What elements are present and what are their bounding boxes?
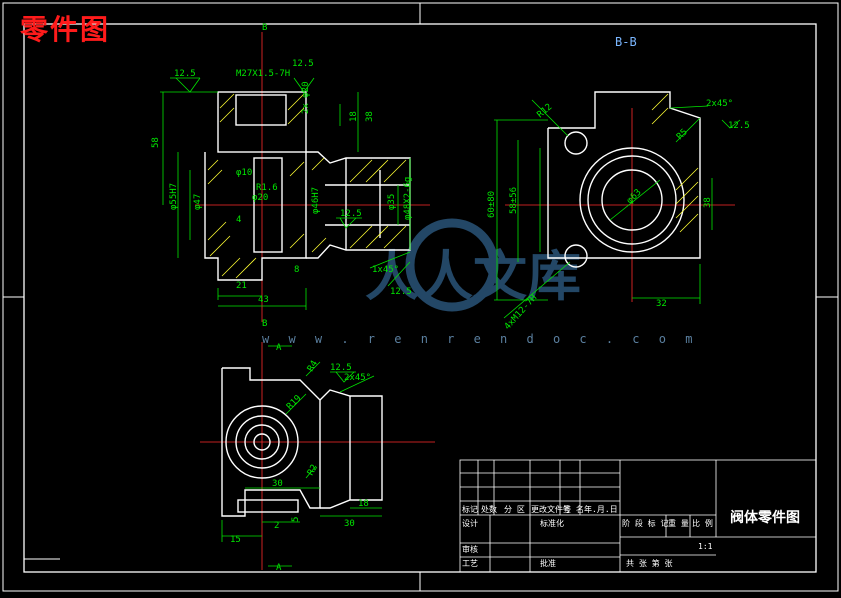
r16-label: R1.6 [256, 183, 278, 193]
depth-2x20: 2x φ20 [301, 81, 311, 114]
watermark-url: w w w . r e n r e n d o c . c o m [262, 332, 699, 346]
thread-label: M27X1.5-7H [236, 69, 290, 79]
ra-bb: 12.5 [728, 121, 750, 131]
dim-4: 4 [236, 215, 241, 225]
rev-col-sign: 签 名 [563, 504, 584, 514]
dim-5: 5 [291, 517, 301, 522]
r5-label: R5 [675, 127, 690, 142]
rev-col-mark: 标记 [462, 504, 478, 514]
review-label: 审核 [462, 544, 478, 554]
scale-value: 1:1 [698, 542, 713, 551]
r12-label: R12 [536, 102, 555, 120]
cut-label-a-bottom: A [276, 563, 282, 573]
phi55h7-label: φ55H7 [169, 183, 179, 210]
dim-38-bb: 38 [703, 197, 713, 208]
rev-col-date: 年.月.日 [584, 504, 618, 514]
ra-top-mid: 12.5 [292, 59, 314, 69]
phi35-label: φ35 [387, 194, 397, 210]
dim-18-bottom: 18 [358, 499, 369, 509]
process-label: 工艺 [462, 559, 478, 568]
ra-mid: 12.5 [340, 209, 362, 219]
weight-label: 重 量 [668, 518, 689, 528]
ra-top-left: 12.5 [174, 69, 196, 79]
sheets-label: 共 张 第 张 [626, 558, 672, 568]
drawing-name: 阀体零件图 [730, 509, 800, 526]
chamfer-bb: 2x45° [706, 99, 733, 109]
section-title: B-B [615, 35, 637, 49]
design-label: 设计 [462, 518, 478, 528]
dim-2: 2 [274, 521, 279, 531]
phi48-label: φ48X2-6g [403, 177, 413, 220]
dim-8: 8 [294, 265, 299, 275]
phi47-label: φ47 [193, 194, 203, 210]
rev-col-zone: 分 区 [504, 505, 525, 514]
rev-col-count: 处数 [481, 504, 497, 514]
page-title: 零件图 [20, 13, 111, 46]
phi10-label: φ10 [236, 168, 252, 178]
cut-label-bottom: B [262, 319, 267, 329]
ra-bottom: 12.5 [390, 287, 412, 297]
dim-30-top: 30 [272, 479, 283, 489]
dim-58: 58 [151, 137, 161, 148]
dim-32: 32 [656, 299, 667, 309]
main-view: B B M27X1.5-7H 12.5 12.5 12.5 12.5 1x45°… [151, 23, 430, 329]
standardize-label: 标准化 [540, 518, 564, 528]
dim-21: 21 [236, 281, 247, 291]
rev-col-docno: 更改文件号 [531, 504, 571, 514]
dim-18: 18 [349, 111, 359, 122]
phi46h7-label: φ46H7 [311, 187, 321, 214]
dim-58-bb: 58±56 [509, 187, 519, 214]
dim-30-bottom: 30 [344, 519, 355, 529]
chamfer-bottom: 2x45° [344, 373, 371, 383]
r4-label: R4 [306, 359, 320, 373]
dim-38: 38 [365, 111, 375, 122]
approve-label: 批准 [540, 558, 556, 568]
ra-bottom-view: 12.5 [330, 363, 352, 373]
phi63-label: φ63 [625, 188, 644, 207]
cut-label-top: B [262, 23, 267, 33]
phi20-label: φ20 [252, 193, 268, 203]
dim-15: 15 [230, 535, 241, 545]
title-block: 标记 处数 分 区 更改文件号 签 名 年.月.日 设计 标准化 阶 段 标 记… [459, 459, 817, 573]
dim-60: 60±80 [487, 191, 497, 218]
stage-label: 阶 段 标 记 [622, 518, 668, 528]
chamfer-label: 1x45° [372, 265, 399, 275]
r19-label: R19 [285, 394, 304, 413]
cut-label-a-top: A [276, 343, 282, 353]
bottom-view: A A R4 12.5 2x45° R19 R2 30 18 2 5 30 15 [200, 342, 435, 573]
r2-label: R2 [306, 463, 320, 477]
dim-43: 43 [258, 295, 269, 305]
ratio-label: 比 例 [692, 518, 713, 528]
